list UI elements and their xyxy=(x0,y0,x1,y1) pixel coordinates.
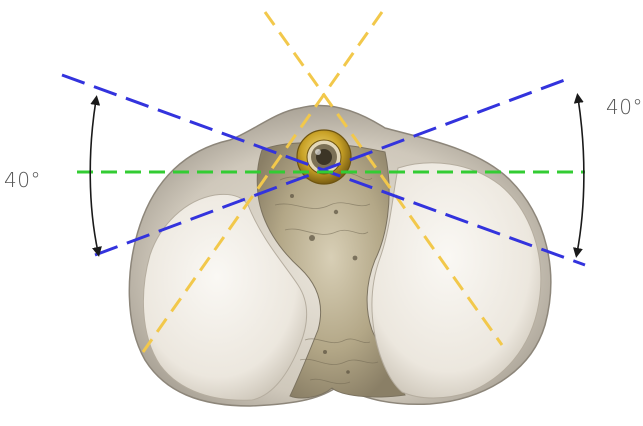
right-angle-label: 40° xyxy=(606,95,643,119)
left-angle-arrow xyxy=(90,100,98,252)
left-angle-label: 40° xyxy=(4,168,41,192)
right-angle-arrow xyxy=(577,98,584,253)
